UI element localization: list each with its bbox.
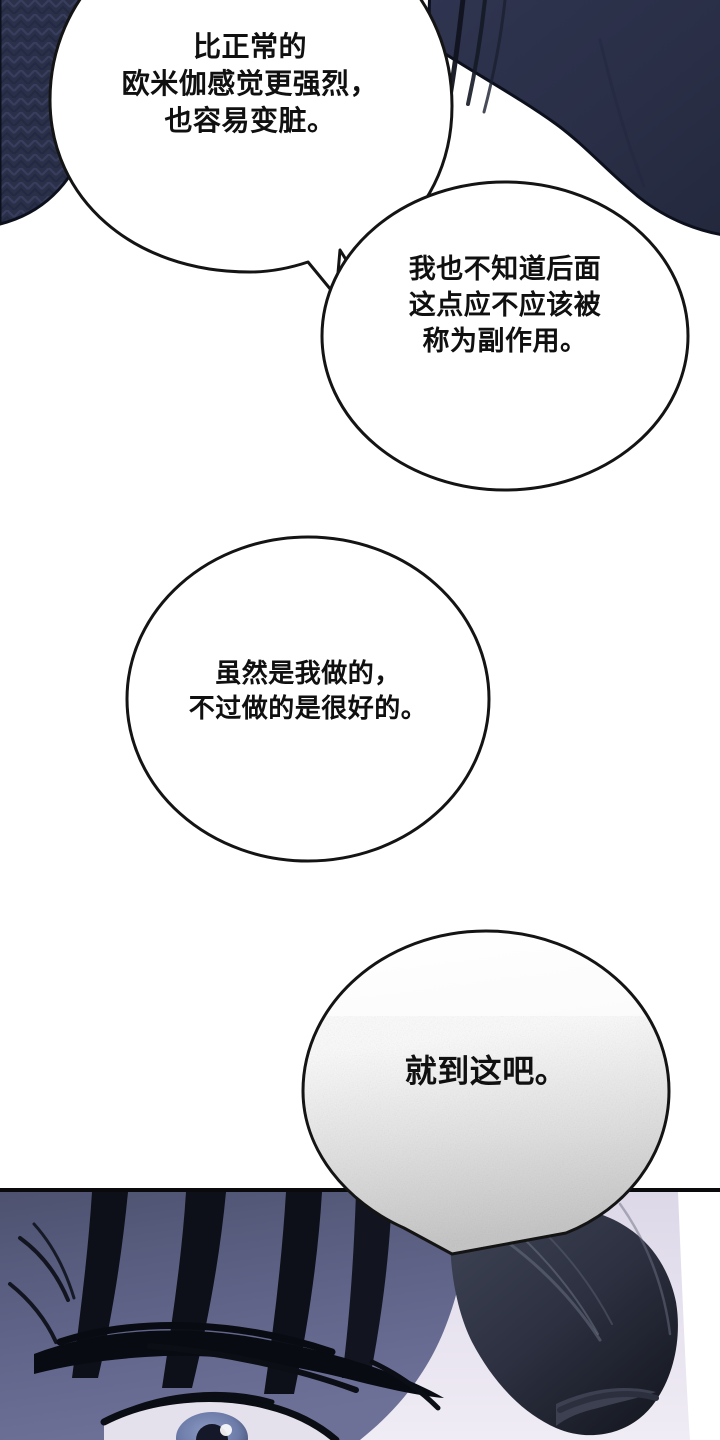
speech-bubble-1: 比正常的 欧米伽感觉更强烈， 也容易变脏。 (40, 0, 460, 300)
bubble-1-shape (48, 0, 454, 298)
speech-bubble-2: 我也不知道后面 这点应不应该被 称为副作用。 (318, 178, 692, 494)
speech-bubble-4: 就到这吧。 (300, 928, 672, 1258)
bubble-4-shape (301, 929, 671, 1256)
speech-bubble-3-text: 虽然是我做的， 不过做的是很好的。 (188, 658, 428, 723)
speech-bubble-2-text: 我也不知道后面 这点应不应该被 称为副作用。 (408, 254, 602, 356)
speech-bubble-1-text: 比正常的 欧米伽感觉更强烈， 也容易变脏。 (121, 31, 379, 137)
closeup-face (0, 1192, 720, 1440)
speech-bubble-4-text: 就到这吧。 (404, 1053, 568, 1089)
bottom-panel (0, 1188, 720, 1440)
left-eye (100, 1391, 340, 1440)
right-eyebrow (556, 1388, 659, 1426)
bubble-3-shape (125, 535, 491, 863)
left-eyebrow (34, 1322, 444, 1411)
bubble-2-shape (320, 180, 690, 492)
speech-bubble-3: 虽然是我做的， 不过做的是很好的。 (124, 534, 492, 864)
